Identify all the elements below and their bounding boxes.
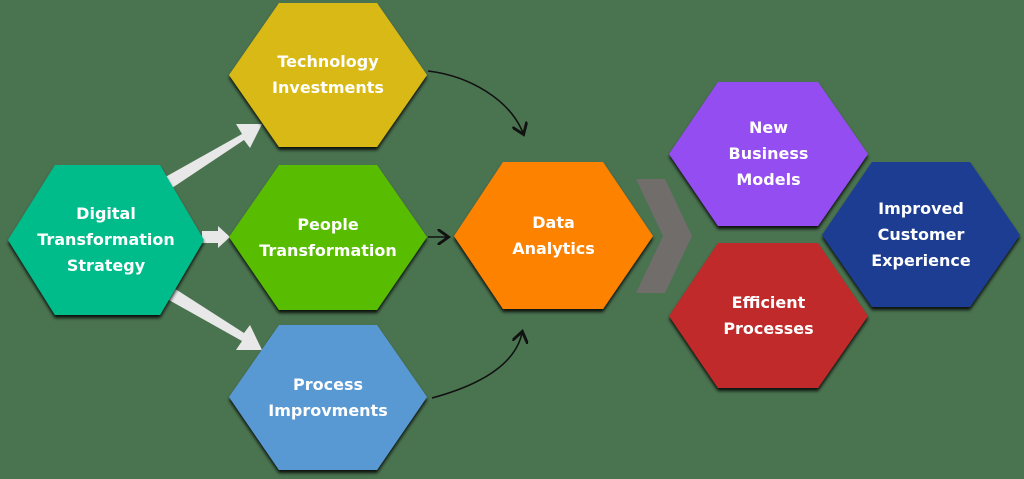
curved-arrow-technology-to-data <box>427 70 523 133</box>
thick-arrow-to-technology <box>160 124 262 192</box>
hex-new-business-models <box>669 82 868 226</box>
hex-data-analytics <box>454 162 653 309</box>
hex-improved-customer-experience <box>822 162 1020 307</box>
thick-arrow-to-process <box>160 283 262 350</box>
label-digital-transformation-strategy: Digital Transformation Strategy <box>37 204 175 275</box>
label-people-transformation: People Transformation <box>259 214 397 260</box>
curved-arrow-process-to-data <box>431 333 522 399</box>
chevron-arrow <box>636 179 692 293</box>
label-improved-customer-experience: Improved Customer Experience <box>871 198 971 270</box>
label-process-improvments: Process Improvments <box>268 374 388 420</box>
hex-digital-transformation-strategy <box>8 165 204 315</box>
hex-technology-investments <box>229 3 427 147</box>
hex-efficient-processes <box>669 243 868 388</box>
hex-process-improvments <box>229 325 427 470</box>
hex-people-transformation <box>229 165 427 310</box>
label-data-analytics: Data Analytics <box>512 212 595 258</box>
thick-arrow-to-people <box>202 226 230 248</box>
label-efficient-processes: Efficient Processes <box>723 292 814 338</box>
label-new-business-models: New Business Models <box>728 118 809 189</box>
label-technology-investments: Technology Investments <box>272 52 384 97</box>
